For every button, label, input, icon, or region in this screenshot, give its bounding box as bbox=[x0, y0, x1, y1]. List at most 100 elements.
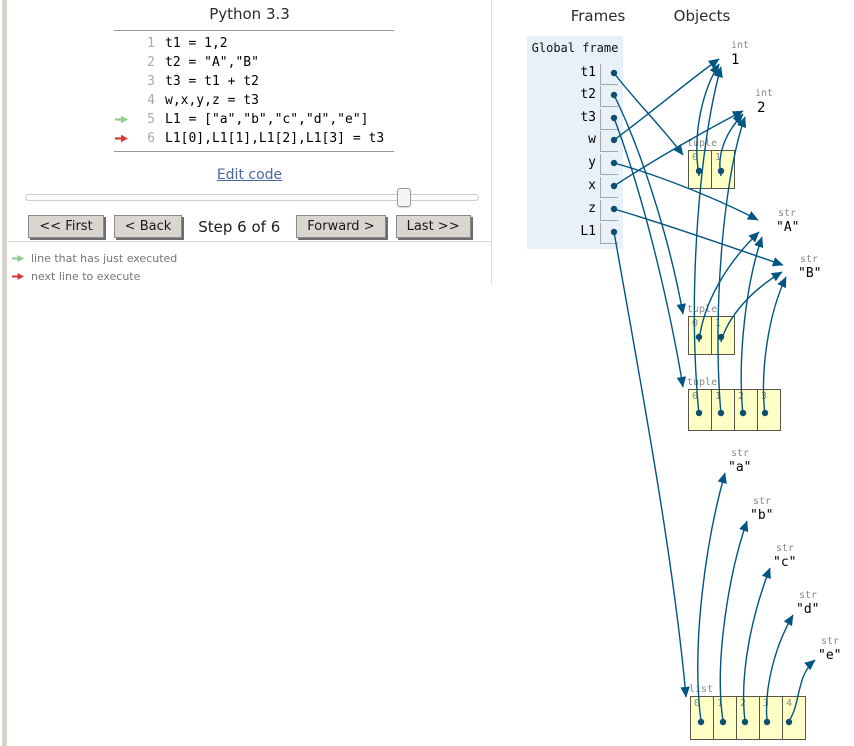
pointer-arrow-z-to-strB bbox=[613, 208, 784, 267]
code-text: t1 = 1,2 bbox=[165, 36, 228, 51]
list1-cell-1: 1 bbox=[714, 697, 737, 739]
variable-slot-bracket bbox=[600, 109, 618, 130]
language-title: Python 3.3 bbox=[209, 5, 290, 23]
str-type-label: str bbox=[778, 208, 797, 219]
tuple1-cell-1: 1 bbox=[712, 151, 734, 188]
str-type-label: str bbox=[799, 590, 818, 601]
int1-value: 1 bbox=[731, 52, 740, 68]
step-controls: << First < Back Step 6 of 6 Forward > La… bbox=[8, 215, 491, 238]
tuple3-cell-2: 2 bbox=[735, 390, 758, 430]
str-type-label: str bbox=[776, 543, 795, 554]
step-counter: Step 6 of 6 bbox=[198, 217, 281, 236]
last-button[interactable]: Last >> bbox=[395, 215, 471, 238]
cell-index: 2 bbox=[740, 698, 747, 709]
pointer-arrow-L1-to-list1 bbox=[613, 231, 690, 698]
frame-variable-x: x bbox=[588, 178, 596, 193]
first-button[interactable]: << First bbox=[28, 215, 104, 238]
step-slider-track[interactable] bbox=[25, 188, 479, 207]
code-line: 2 t2 = "A","B" bbox=[114, 53, 394, 72]
str_e-value: "e" bbox=[818, 648, 842, 663]
pointer-arrow-tuple3[0]-to-int1 bbox=[693, 66, 723, 416]
objects-header: Objects bbox=[673, 7, 731, 25]
code-text: t3 = t1 + t2 bbox=[165, 74, 259, 89]
pane-divider bbox=[491, 0, 492, 284]
frames-header: Frames bbox=[570, 7, 626, 25]
cell-index: 1 bbox=[717, 698, 724, 709]
legend-label: next line to execute bbox=[31, 269, 141, 283]
strB-value: "B" bbox=[798, 266, 822, 281]
code-line: 6 L1[0],L1[1],L1[2],L1[3] = t3 bbox=[114, 129, 394, 148]
str_a-value: "a" bbox=[728, 460, 752, 475]
str-type-label: str bbox=[821, 636, 840, 647]
line-number: 4 bbox=[147, 93, 155, 108]
pointer-arrow-t1-to-tuple1 bbox=[613, 72, 684, 156]
just-executed-legend-icon bbox=[11, 254, 25, 262]
frame-variable-L1: L1 bbox=[580, 224, 596, 239]
variable-slot-bracket bbox=[600, 86, 618, 107]
str_c-value: "c" bbox=[773, 555, 797, 570]
line-number: 6 bbox=[147, 131, 155, 146]
variable-slot-bracket bbox=[600, 177, 618, 198]
frame-variable-t3: t3 bbox=[580, 110, 596, 125]
forward-button[interactable]: Forward > bbox=[296, 215, 386, 238]
frame-variable-t1: t1 bbox=[580, 65, 596, 80]
variable-slot-bracket bbox=[600, 131, 618, 152]
str-type-label: str bbox=[731, 448, 750, 459]
int-type-label: int bbox=[755, 88, 774, 99]
str_b-value: "b" bbox=[750, 508, 774, 523]
code-text: L1 = ["a","b","c","d","e"] bbox=[165, 112, 369, 127]
pointer-arrow-list1[1]-to-str_b bbox=[719, 520, 749, 722]
controls-divider bbox=[8, 241, 491, 242]
strA-value: "A" bbox=[776, 220, 800, 235]
tuple3-cell-1: 1 bbox=[712, 390, 735, 430]
pointer-arrow-t2-to-tuple2 bbox=[613, 94, 686, 315]
line-number: 2 bbox=[147, 55, 155, 70]
code-text: t2 = "A","B" bbox=[165, 55, 259, 70]
cell-index: 0 bbox=[692, 318, 699, 329]
int-type-label: int bbox=[731, 40, 750, 51]
list1-cell-3: 3 bbox=[760, 697, 783, 739]
str_d-value: "d" bbox=[796, 602, 820, 617]
tuple2-cell-0: 0 bbox=[689, 317, 712, 354]
step-slider-handle[interactable] bbox=[397, 188, 411, 207]
variable-slot-bracket bbox=[600, 200, 618, 221]
back-button[interactable]: < Back bbox=[113, 215, 183, 238]
cell-index: 4 bbox=[786, 698, 793, 709]
list1-cell-0: 0 bbox=[691, 697, 714, 739]
tuple-type-label: tuple bbox=[687, 138, 718, 149]
just-executed-arrow-icon bbox=[114, 115, 133, 124]
cell-index: 1 bbox=[715, 391, 722, 402]
line-number: 5 bbox=[147, 112, 155, 127]
str-type-label: str bbox=[800, 254, 819, 265]
legend-label: line that has just executed bbox=[31, 251, 178, 265]
legend-row: next line to execute bbox=[11, 267, 177, 285]
cell-index: 3 bbox=[761, 391, 768, 402]
edit-code-link[interactable]: Edit code bbox=[216, 167, 283, 183]
cell-index: 2 bbox=[738, 391, 745, 402]
frame-variable-z: z bbox=[588, 201, 596, 216]
cell-index: 1 bbox=[715, 318, 722, 329]
code-text: L1[0],L1[1],L1[2],L1[3] = t3 bbox=[165, 131, 385, 146]
tuple-type-label: tuple bbox=[687, 377, 718, 388]
variable-slot-bracket bbox=[600, 154, 618, 175]
list1-cell-2: 2 bbox=[737, 697, 760, 739]
variable-slot-bracket bbox=[600, 64, 618, 85]
cell-index: 1 bbox=[715, 152, 722, 163]
int2-value: 2 bbox=[757, 100, 766, 116]
tuple3-cell-0: 0 bbox=[689, 390, 712, 430]
cell-index: 3 bbox=[763, 698, 770, 709]
just-executed-arrow-icon bbox=[115, 115, 128, 124]
tuple3-cell-3: 3 bbox=[758, 390, 780, 430]
global-frame-label: Global frame bbox=[531, 41, 619, 55]
frame-variable-w: w bbox=[588, 132, 596, 147]
next-to-execute-arrow-icon bbox=[114, 134, 133, 143]
list1-cell-4: 4 bbox=[783, 697, 805, 739]
